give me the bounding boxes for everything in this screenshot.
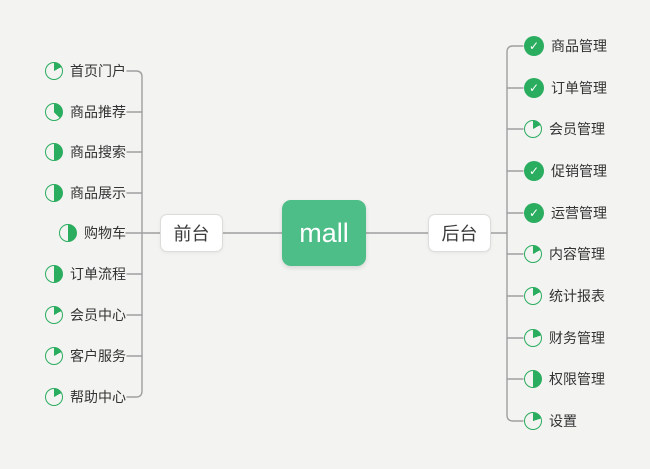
task-progress-icon <box>524 412 542 430</box>
task-done-icon: ✓ <box>524 161 544 181</box>
root-label: mall <box>299 217 349 248</box>
mindmap-topic[interactable]: 购物车 <box>0 217 127 249</box>
task-progress-icon <box>59 224 77 242</box>
task-progress-icon <box>45 184 63 202</box>
task-progress-icon <box>45 103 63 121</box>
topic-label: 客户服务 <box>70 348 126 364</box>
topic-label: 设置 <box>549 413 577 429</box>
topic-label: 运营管理 <box>551 205 607 221</box>
topic-label: 帮助中心 <box>70 389 126 405</box>
topic-label: 购物车 <box>84 225 126 241</box>
mindmap-topic[interactable]: ✓ 运营管理 <box>524 197 650 229</box>
topic-label: 促销管理 <box>551 163 607 179</box>
mindmap-topic[interactable]: 帮助中心 <box>0 381 127 413</box>
mindmap-topic[interactable]: ✓ 订单管理 <box>524 72 650 104</box>
task-progress-icon <box>524 120 542 138</box>
topic-label: 内容管理 <box>549 246 605 262</box>
topic-label: 订单管理 <box>551 80 607 96</box>
mindmap-topic[interactable]: 内容管理 <box>524 238 650 270</box>
task-progress-icon <box>45 306 63 324</box>
mindmap-topic[interactable]: 统计报表 <box>524 280 650 312</box>
topic-label: 会员中心 <box>70 307 126 323</box>
topic-label: 商品展示 <box>70 185 126 201</box>
mindmap-topic[interactable]: 会员中心 <box>0 299 127 331</box>
topic-label: 订单流程 <box>70 266 126 282</box>
mindmap-topic[interactable]: 会员管理 <box>524 113 650 145</box>
topic-label: 商品推荐 <box>70 104 126 120</box>
task-done-icon: ✓ <box>524 36 544 56</box>
mindmap-topic[interactable]: 权限管理 <box>524 363 650 395</box>
task-progress-icon <box>524 287 542 305</box>
branch-node-backend[interactable]: 后台 <box>428 214 491 252</box>
mindmap-topic[interactable]: 财务管理 <box>524 322 650 354</box>
topic-label: 商品管理 <box>551 38 607 54</box>
topic-label: 权限管理 <box>549 371 605 387</box>
topic-label: 财务管理 <box>549 330 605 346</box>
task-progress-icon <box>45 143 63 161</box>
branch-node-frontend[interactable]: 前台 <box>160 214 223 252</box>
mindmap-topic[interactable]: 订单流程 <box>0 258 127 290</box>
mindmap-topic[interactable]: ✓ 促销管理 <box>524 155 650 187</box>
topic-label: 会员管理 <box>549 121 605 137</box>
task-progress-icon <box>45 388 63 406</box>
mindmap-topic[interactable]: 首页门户 <box>0 55 127 87</box>
mindmap-topic[interactable]: 商品展示 <box>0 177 127 209</box>
mindmap-topic[interactable]: 商品搜索 <box>0 136 127 168</box>
branch-label: 前台 <box>173 224 210 244</box>
task-progress-icon <box>524 245 542 263</box>
topic-label: 商品搜索 <box>70 144 126 160</box>
topic-label: 首页门户 <box>70 63 126 79</box>
task-progress-icon <box>45 62 63 80</box>
task-done-icon: ✓ <box>524 78 544 98</box>
task-progress-icon <box>45 265 63 283</box>
root-node-mall[interactable]: mall <box>282 200 366 266</box>
mindmap-topic[interactable]: 商品推荐 <box>0 96 127 128</box>
mindmap-topic[interactable]: ✓ 商品管理 <box>524 30 650 62</box>
task-done-icon: ✓ <box>524 203 544 223</box>
mindmap-topic[interactable]: 客户服务 <box>0 340 127 372</box>
branch-label: 后台 <box>441 224 478 244</box>
task-progress-icon <box>524 329 542 347</box>
topic-label: 统计报表 <box>549 288 605 304</box>
mindmap-topic[interactable]: 设置 <box>524 405 650 437</box>
task-progress-icon <box>45 347 63 365</box>
task-progress-icon <box>524 370 542 388</box>
